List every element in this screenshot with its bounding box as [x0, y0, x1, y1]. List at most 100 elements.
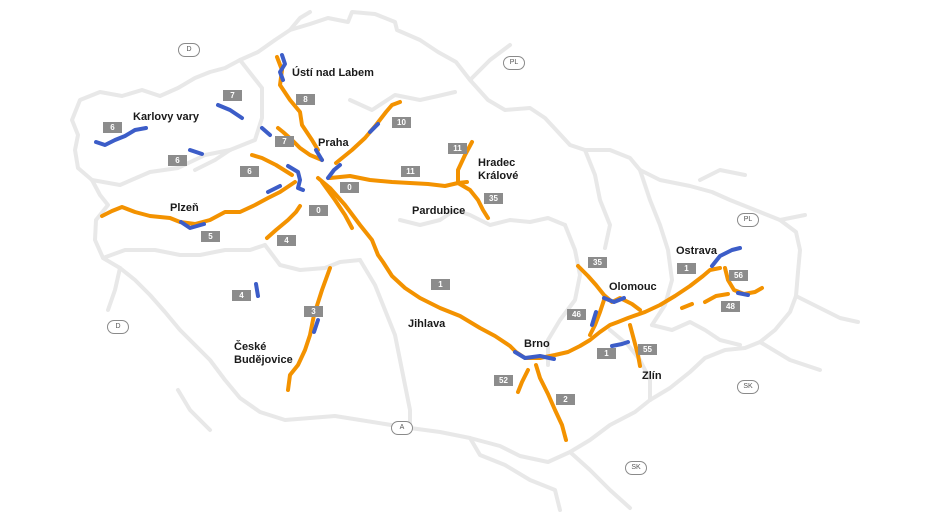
shield-d3: 3: [304, 306, 323, 317]
shield-d6-east: 6: [240, 166, 259, 177]
city-label-pardubice: Pardubice: [412, 205, 466, 217]
construction-network: [94, 53, 750, 361]
shield-d0-north: 0: [340, 182, 359, 193]
shield-d56: 56: [729, 270, 748, 281]
region-line-3: [101, 243, 267, 260]
region-line-8: [546, 223, 582, 367]
czech-outline: [70, 10, 802, 464]
country-borders: [70, 10, 860, 512]
shield-d1-east: 1: [597, 348, 616, 359]
region-line-1: [193, 58, 264, 172]
region-line-2: [90, 148, 232, 187]
construction-praha: [314, 148, 324, 162]
motorway-d4: [265, 204, 302, 240]
city-label-plzen: Plzeň: [170, 202, 199, 214]
city-label-ostrava: Ostrava: [676, 245, 717, 257]
shield-d35-olomouc: 35: [588, 257, 607, 268]
shield-d11: 11: [401, 166, 420, 177]
poland-line: [468, 43, 807, 222]
city-label-zlin: Zlín: [642, 370, 662, 382]
shield-d35-pardubice: 35: [484, 193, 503, 204]
motorway-d5: [100, 180, 297, 226]
region-line-11: [650, 320, 742, 347]
region-line-4: [263, 243, 362, 272]
germany-line: [106, 10, 312, 432]
construction-brno: [513, 350, 556, 361]
city-label-hradec: Hradec: [478, 157, 516, 169]
motorway-network: [100, 55, 764, 442]
region-line-10: [638, 168, 674, 327]
motorway-d46: [588, 298, 606, 337]
motorway-d35-pardubice: [456, 181, 490, 220]
construction-d6-east: [286, 164, 305, 192]
region-line-12: [608, 328, 652, 402]
motorway-d0-south: [320, 180, 354, 230]
construction-d8: [278, 53, 287, 82]
construction-d4: [254, 282, 260, 298]
construction-d5-east: [266, 184, 282, 194]
country-badge-slovakia-east: SK: [737, 380, 759, 394]
city-label-budejovice: Budějovice: [234, 354, 293, 366]
motorway-d6: [250, 153, 294, 177]
region-line-5: [348, 90, 457, 112]
construction-d5: [179, 220, 206, 230]
slovakia-line: [568, 294, 860, 510]
city-label-brno: Brno: [524, 338, 550, 350]
shield-d1-central: 1: [431, 279, 450, 290]
country-badge-slovakia-south: SK: [625, 461, 647, 475]
motorway-d2: [534, 363, 568, 442]
shield-d5: 5: [201, 231, 220, 242]
country-badge-austria: A: [391, 421, 413, 435]
construction-d7-west: [216, 103, 244, 120]
city-label-olomouc: Olomouc: [609, 281, 657, 293]
region-line-7: [358, 258, 412, 430]
country-badge-germany-north: D: [178, 43, 200, 57]
austria-line: [468, 436, 562, 512]
shield-d48: 48: [721, 301, 740, 312]
shield-d2: 2: [556, 394, 575, 405]
country-badge-germany-west: D: [107, 320, 129, 334]
motorway-d48: [680, 292, 730, 310]
motorway-d1: [316, 176, 722, 360]
construction-d10: [368, 122, 380, 134]
city-label-kralove: Králové: [478, 170, 519, 182]
shield-d0-south: 0: [309, 205, 328, 216]
motorway-d55: [628, 323, 642, 368]
motorway-d3: [286, 266, 332, 392]
shield-d1-ostrava: 1: [677, 263, 696, 274]
city-label-karlovy-vary: Karlovy vary: [133, 111, 200, 123]
shield-d55: 55: [638, 344, 657, 355]
construction-d3: [312, 318, 320, 334]
motorway-d10: [334, 100, 402, 165]
shield-d4-south: 4: [232, 290, 251, 301]
construction-d56: [736, 291, 750, 297]
motorway-hradec: [456, 140, 474, 185]
construction-d7-east: [260, 126, 272, 137]
construction-olomouc: [602, 296, 626, 304]
construction-d6-mid: [188, 148, 204, 156]
shield-d10: 10: [392, 117, 411, 128]
shield-d52: 52: [494, 375, 513, 386]
construction-d6-west: [94, 126, 148, 147]
city-label-praha: Praha: [318, 137, 349, 149]
construction-d1-east: [610, 340, 630, 348]
shield-d7-west: 7: [223, 90, 242, 101]
country-badge-poland-north: PL: [503, 56, 525, 70]
city-label-usti-nad-labem: Ústí nad Labem: [292, 67, 374, 79]
region-line-6: [398, 208, 567, 227]
shield-d6-mid: 6: [168, 155, 187, 166]
shield-d8: 8: [296, 94, 315, 105]
motorway-d11: [328, 174, 469, 188]
construction-ostrava: [710, 246, 742, 268]
motorway-d52: [516, 368, 530, 394]
region-line-9: [583, 148, 612, 250]
country-badge-poland-east: PL: [737, 213, 759, 227]
construction-d0: [326, 163, 342, 180]
shield-d46: 46: [567, 309, 586, 320]
shield-d4-north: 4: [277, 235, 296, 246]
shield-d7-east: 7: [275, 136, 294, 147]
shield-d11-north: 11: [448, 143, 467, 154]
shield-d6-west: 6: [103, 122, 122, 133]
construction-d46: [590, 310, 598, 327]
